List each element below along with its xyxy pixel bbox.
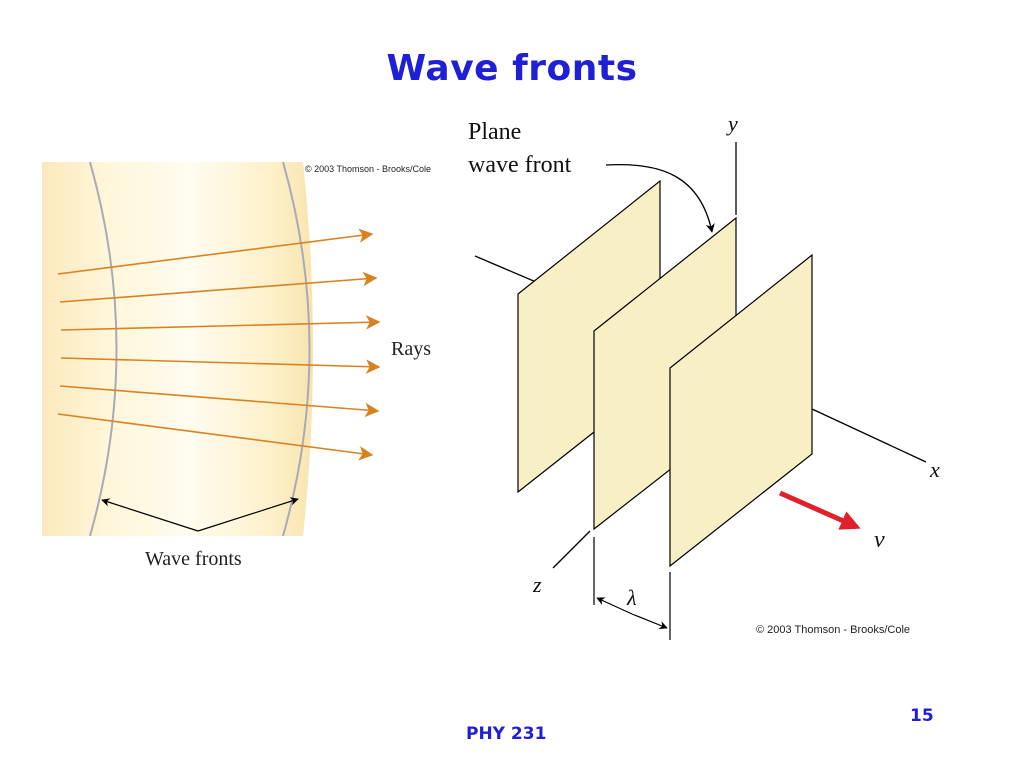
right-copyright: © 2003 Thomson - Brooks/Cole <box>756 624 910 636</box>
ray-1 <box>57 228 374 275</box>
slide-title: Wave fronts <box>386 48 638 89</box>
y-axis-label: y <box>726 111 738 136</box>
back-axis-line <box>474 255 537 283</box>
z-axis-label: z <box>532 572 542 597</box>
velocity-arrow <box>778 490 861 530</box>
left-copyright: © 2003 Thomson - Brooks/Cole <box>305 164 431 174</box>
plane-label: Plane <box>468 119 521 145</box>
wave-fronts-pointer-right <box>197 497 299 532</box>
plane-wave-front-3 <box>669 253 813 568</box>
velocity-symbol: v <box>874 527 885 553</box>
page-number: 15 <box>910 706 934 726</box>
ray-3 <box>60 315 381 331</box>
wave-front-arc-1 <box>89 161 118 537</box>
callout-arrow <box>605 163 715 233</box>
x-axis-line <box>811 408 927 463</box>
course-footer: PHY 231 <box>466 724 547 744</box>
left-figure: © 2003 Thomson - Brooks/Cole Rays Wave f… <box>42 161 431 570</box>
wave-front-arc-2 <box>282 161 311 537</box>
wave-fronts-label: Wave fronts <box>145 548 242 570</box>
ray-5 <box>59 385 380 418</box>
x-axis-label: x <box>929 457 940 482</box>
z-axis-line <box>552 530 591 569</box>
wavelength-symbol: λ <box>626 585 637 610</box>
wave-front-label: wave front <box>468 152 572 178</box>
wave-region-background <box>42 162 313 536</box>
ray-4 <box>60 357 381 374</box>
ray-6 <box>57 413 374 461</box>
right-figure: x y z Plane wave front λ v © 2003 Thomso… <box>468 111 940 640</box>
wavelength-arrow-right <box>631 613 668 630</box>
rays <box>57 228 381 461</box>
ray-2 <box>59 271 378 303</box>
wave-fronts-pointer-left <box>101 498 199 532</box>
rays-label: Rays <box>391 338 431 360</box>
wavelength-arrow-left <box>596 597 633 615</box>
